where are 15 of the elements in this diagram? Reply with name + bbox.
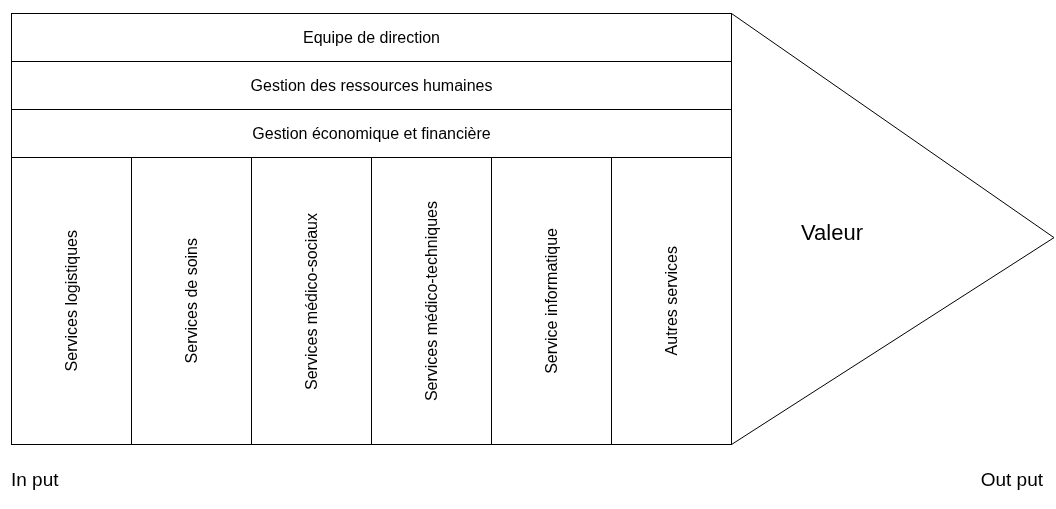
band-label: Equipe de direction bbox=[303, 28, 440, 47]
column-label: Services de soins bbox=[182, 238, 201, 364]
value-triangle bbox=[731, 13, 1055, 445]
input-label: In put bbox=[11, 469, 59, 491]
value-label: Valeur bbox=[801, 220, 863, 246]
band-label: Gestion économique et financière bbox=[252, 124, 491, 143]
column-label: Service informatique bbox=[542, 228, 561, 374]
support-activity-band bbox=[11, 13, 732, 62]
column-label: Services médico-sociaux bbox=[302, 212, 321, 390]
column-label: Services médico-techniques bbox=[422, 200, 441, 402]
output-label: Out put bbox=[980, 469, 1043, 491]
primary-activity-column bbox=[11, 157, 132, 445]
band-label: Gestion des ressources humaines bbox=[250, 76, 493, 95]
column-label: Services logistiques bbox=[62, 230, 81, 372]
column-label: Autres services bbox=[662, 246, 681, 356]
